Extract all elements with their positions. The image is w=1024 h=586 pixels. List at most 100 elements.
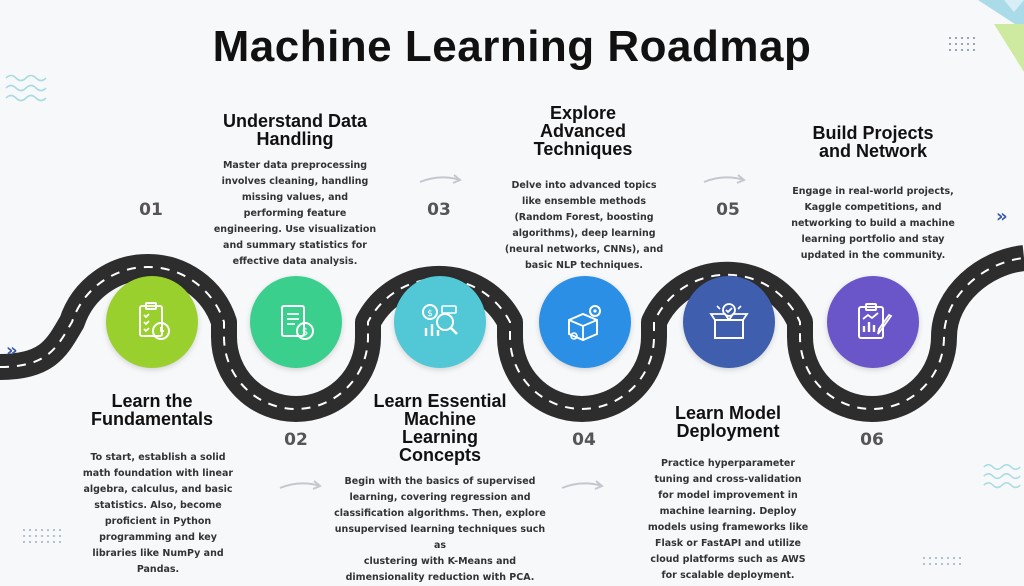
curved-arrow-icon <box>419 174 462 184</box>
wave-lines-decoration <box>983 464 1021 489</box>
step-heading-line: Deployment <box>676 421 780 441</box>
step-number: 01 <box>139 200 163 220</box>
step-description-line: dimensionality reduction with PCA. <box>345 572 535 583</box>
step-description-line: statistics. Also, become <box>94 500 222 511</box>
step-heading-line: Learn the <box>111 391 193 411</box>
step-description-line: Delve into advanced topics <box>511 180 657 191</box>
step-description-line: algebra, calculus, and basic <box>83 484 233 495</box>
step-icon-circle <box>683 276 775 368</box>
checklist-clock-icon <box>139 302 170 340</box>
step-description-line: Kaggle competitions, and <box>804 202 942 213</box>
step-description-line: networking to build a machine <box>791 218 955 229</box>
step-heading-line: Machine <box>403 409 477 429</box>
step-heading-line: Understand Data <box>222 111 368 131</box>
step-number: 04 <box>572 430 596 450</box>
step-icon-circle <box>106 276 198 368</box>
step-description-line: performing feature <box>243 208 347 219</box>
clipboard-chart-icon <box>858 303 893 339</box>
step-description-line: Practice hyperparameter <box>660 458 796 469</box>
step-description-line: tuning and cross-validation <box>654 474 802 485</box>
document-money-icon: $ <box>281 305 314 340</box>
step-description-line: clustering with K-Means and <box>363 556 517 567</box>
step-description-line: effective data analysis. <box>232 256 358 267</box>
step-heading-line: Learn Essential <box>373 391 507 411</box>
step-description: Master data preprocessing involves cleani… <box>202 158 388 270</box>
curved-arrow-icon <box>703 174 746 184</box>
step-heading-line: Techniques <box>533 139 633 159</box>
step-description: Begin with the basics of supervised learn… <box>330 474 550 586</box>
step-description-line: Master data preprocessing <box>222 160 368 171</box>
step-description-line: learning portfolio and stay <box>801 234 945 245</box>
step-description-line: machine learning. Deploy <box>659 506 797 517</box>
step-description-line: (neural networks, CNNs), and <box>504 244 664 255</box>
double-chevron-right-icon: » <box>6 340 18 361</box>
box-gear-icon <box>568 305 601 342</box>
step-description-line: updated in the community. <box>800 250 946 261</box>
step-description-line: unsupervised learning techniques such as <box>334 524 546 551</box>
step-number: 03 <box>427 200 451 220</box>
step-number: 02 <box>284 430 308 450</box>
step-description-line: engineering. Use visualization <box>213 224 377 235</box>
step-description-line: Pandas. <box>136 564 180 575</box>
step-description-line: basic NLP techniques. <box>524 260 643 271</box>
step-heading-line: Handling <box>256 129 334 149</box>
step-heading-line: Learning <box>401 427 478 447</box>
curved-arrow-icon <box>561 480 604 490</box>
step-description-line: models using frameworks like <box>647 522 809 533</box>
step-heading-line: Explore <box>549 103 617 123</box>
dot-grid-decoration <box>923 557 961 565</box>
step-description-line: To start, establish a solid <box>90 452 226 463</box>
step-description-line: Engage in real-world projects, <box>792 186 954 197</box>
step-icon-circle: $ <box>394 276 486 368</box>
dot-grid-decoration <box>23 529 61 543</box>
step-description-line: involves cleaning, handling <box>221 176 369 187</box>
svg-text:$: $ <box>302 327 308 338</box>
step-description: To start, establish a solid math foundati… <box>70 450 246 578</box>
open-box-check-icon <box>709 303 749 339</box>
step-description-line: like ensemble methods <box>522 196 646 207</box>
step-description-line: algorithms), deep learning <box>512 228 656 239</box>
step-description-line: missing values, and <box>241 192 349 203</box>
step-description-line: Flask or FastAPI and utilize <box>655 538 801 549</box>
step-number: 05 <box>716 200 740 220</box>
step-number: 06 <box>860 430 884 450</box>
step-description-line: for model improvement in <box>658 490 798 501</box>
step-description-line: proficient in Python <box>104 516 212 527</box>
step-heading-line: Learn Model <box>674 403 781 423</box>
step-description-line: Begin with the basics of supervised <box>344 476 536 487</box>
step-description: Practice hyperparameter tuning and cross-… <box>640 456 816 584</box>
step-description: Engage in real-world projects, Kaggle com… <box>776 184 970 264</box>
road-lane-marking <box>0 257 1024 410</box>
svg-text:$: $ <box>427 309 433 319</box>
step-description: Delve into advanced topics like ensemble … <box>490 178 678 274</box>
step-icon-circle <box>827 276 919 368</box>
step-description-line: (Random Forest, boosting <box>514 212 654 223</box>
step-icon-circle: $ <box>250 276 342 368</box>
page-title: Machine Learning Roadmap <box>212 22 812 71</box>
step-heading-line: Build Projects <box>812 123 934 143</box>
step-description-line: and summary statistics for <box>223 240 367 251</box>
wave-lines-decoration <box>5 74 47 102</box>
corner-triangles-decoration <box>978 0 1024 72</box>
step-description-line: cloud platforms such as AWS <box>650 554 806 565</box>
data-analysis-icon: $ <box>422 304 458 336</box>
step-icon-circle <box>539 276 631 368</box>
double-chevron-right-icon: » <box>996 206 1008 227</box>
step-description-line: for scalable deployment. <box>661 570 795 581</box>
step-heading-line: Advanced <box>539 121 627 141</box>
step-heading-line: Concepts <box>398 445 481 465</box>
curved-arrow-icon <box>279 480 322 490</box>
step-description-line: programming and key <box>99 532 217 543</box>
dot-grid-decoration <box>949 37 975 51</box>
step-description-line: learning, covering regression and <box>349 492 531 503</box>
step-description-line: libraries like NumPy and <box>92 548 224 559</box>
step-description-line: math foundation with linear <box>82 468 234 479</box>
step-description-line: classification algorithms. Then, explore <box>334 508 546 519</box>
